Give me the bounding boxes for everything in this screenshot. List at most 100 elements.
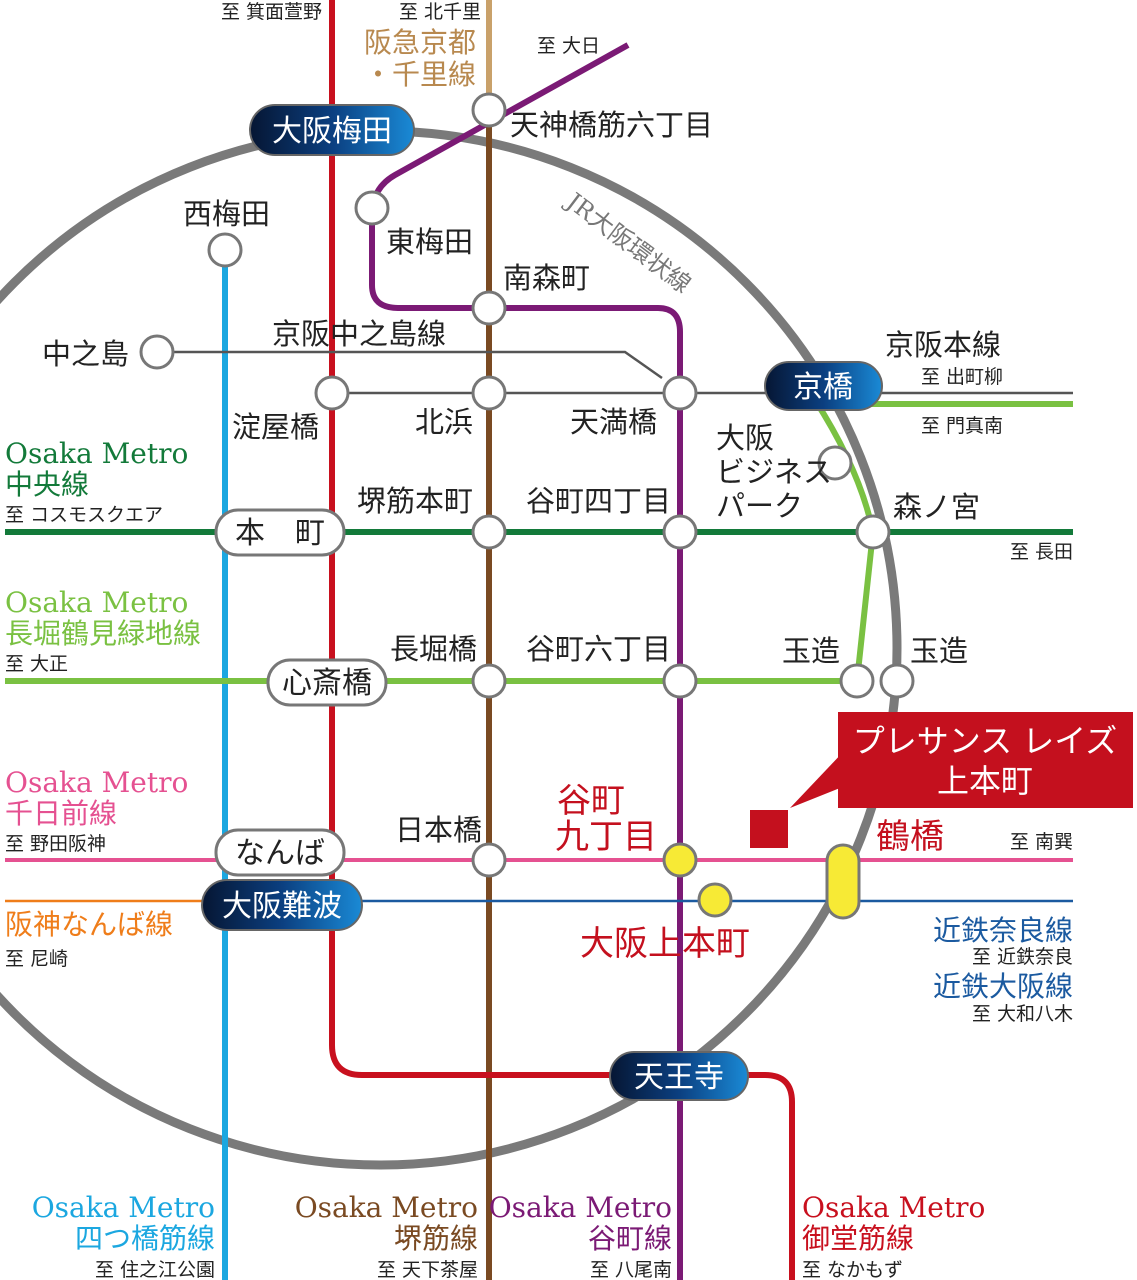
label-tanimachi9-2: 九丁目 [555,817,657,857]
pill-shinsaibashi[interactable]: 心斎橋 [266,658,388,707]
line-tanimachi-2: 谷町線 [588,1222,672,1255]
pill-osakanamba[interactable]: 大阪難波 [201,879,363,931]
label-nagahoribashi: 長堀橋 [390,632,477,666]
station-nagahoribashi[interactable] [471,663,507,699]
line-kintetsu-nara: 近鉄奈良線 [933,914,1073,947]
terminus-kadomaminami: 至 門真南 [921,415,1003,437]
station-kitahama[interactable] [471,375,507,411]
station-tamatsukuri-metro[interactable] [839,663,875,699]
label-obp-3: パーク [716,489,803,523]
label-nishiumeda: 西梅田 [183,197,270,231]
keihan-nakanoshima-line [157,350,663,380]
terminus-tengachaya: 至 天下茶屋 [377,1259,478,1280]
label-tamatsukuri-a: 玉造 [782,634,840,668]
label-tennoji: 天王寺 [634,1060,724,1095]
terminus-cosmosquare: 至 コスモスクエア [5,504,163,526]
line-chuo-2: 中央線 [5,468,89,501]
station-yodoyabashi[interactable] [314,375,350,411]
property-name-2: 上本町 [937,762,1033,800]
terminus-suminoekoen: 至 住之江公園 [95,1259,215,1280]
station-markers [139,92,915,920]
line-keihan-nakanoshima: 京阪中之島線 [272,317,446,351]
label-tanimachi9-1: 谷町 [557,781,625,821]
station-higashiumeda[interactable] [354,190,390,226]
line-sakaisuji-2: 堺筋線 [394,1222,478,1255]
station-tanimachi4[interactable] [662,514,698,550]
label-sakaisujihonmachi: 堺筋本町 [357,484,473,518]
station-morinomiya[interactable] [855,514,891,550]
station-nakanoshima[interactable] [139,334,175,370]
terminus-kitasenri: 至 北千里 [399,1,481,23]
line-sakaisuji-1: Osaka Metro [295,1191,478,1224]
pill-namba[interactable]: なんば [214,828,346,877]
label-obp-1: 大阪 [716,421,774,455]
terminus-nodahanshin: 至 野田阪神 [5,833,106,855]
line-yotsubashi-1: Osaka Metro [32,1191,215,1224]
label-osakanamba: 大阪難波 [222,889,342,924]
label-osakaumeda: 大阪梅田 [272,114,392,149]
line-nagahori-1: Osaka Metro [5,586,188,619]
property-name-1: プレサンス レイズ [853,722,1118,760]
label-minamimorimachi: 南森町 [503,261,590,295]
label-higashiumeda: 東梅田 [386,225,473,259]
label-kitahama: 北浜 [415,405,473,439]
station-sakaisujihonmachi[interactable] [471,514,507,550]
terminus-kintetsunara: 至 近鉄奈良 [972,946,1073,968]
label-tanimachi6: 谷町六丁目 [526,632,671,666]
label-tanimachi4: 谷町四丁目 [526,484,671,518]
line-nagahori-2: 長堀鶴見緑地線 [5,617,201,650]
label-tenmabashi: 天満橋 [570,405,657,439]
station-tsuruhashi[interactable] [825,843,861,920]
line-hankyu-2: ・千里線 [364,58,476,91]
terminus-minoh: 至 箕面萱野 [221,1,322,23]
line-midosuji-1: Osaka Metro [802,1191,985,1224]
station-nishiumeda[interactable] [207,232,243,268]
label-nipponbashi: 日本橋 [395,813,482,847]
label-shinsaibashi: 心斎橋 [282,666,372,701]
line-kintetsu-osaka: 近鉄大阪線 [933,970,1073,1003]
label-yodoyabashi: 淀屋橋 [232,410,319,444]
terminus-yamatoyagi: 至 大和八木 [972,1003,1073,1025]
line-keihan-main: 京阪本線 [885,328,1001,362]
line-hanshin: 阪神なんば線 [5,908,173,941]
terminus-demachiyanagi: 至 出町柳 [921,366,1003,388]
station-nipponbashi[interactable] [471,842,507,878]
station-uehonmachi[interactable] [697,882,733,918]
station-tanimachi6[interactable] [662,663,698,699]
pill-tennoji[interactable]: 天王寺 [609,1051,749,1101]
station-obp[interactable] [817,445,853,481]
station-tenjinbashi[interactable] [471,92,507,128]
pill-kyobashi[interactable]: 京橋 [764,361,883,411]
label-uehonmachi: 大阪上本町 [580,924,750,964]
station-minamimorimachi[interactable] [471,290,507,326]
line-hankyu-1: 阪急京都 [364,26,476,59]
line-chuo-1: Osaka Metro [5,437,188,470]
terminus-yao: 至 八尾南 [590,1259,672,1280]
terminus-nagata: 至 長田 [1010,541,1073,563]
label-morinomiya: 森ノ宮 [893,490,980,524]
line-yotsubashi-2: 四つ橋筋線 [75,1222,215,1255]
terminus-nakamozu: 至 なかもず [802,1259,903,1280]
terminus-dainichi: 至 大日 [537,35,600,57]
tanimachi-line [369,42,683,1280]
line-tanimachi-1: Osaka Metro [489,1191,672,1224]
line-sennichimae-1: Osaka Metro [5,766,188,799]
line-sennichimae-2: 千日前線 [5,797,117,830]
terminus-amagasaki: 至 尼崎 [5,948,68,970]
property-location-marker[interactable] [750,810,788,848]
station-tenmabashi[interactable] [662,375,698,411]
midosuji-line [329,0,795,1280]
pill-osakaumeda[interactable]: 大阪梅田 [249,104,415,156]
label-tamatsukuri-b: 玉造 [910,634,968,668]
station-tanimachi9[interactable] [662,842,698,878]
label-honmachi: 本 町 [235,516,325,551]
label-obp-2: ビジネス [716,455,832,489]
property-callout: プレサンス レイズ 上本町 [750,712,1133,848]
terminus-minamitatsumi: 至 南巽 [1010,831,1073,853]
pill-honmachi[interactable]: 本 町 [214,508,346,557]
station-tamatsukuri-jr[interactable] [879,663,915,699]
label-nakanoshima: 中之島 [42,337,129,371]
label-kyobashi: 京橋 [793,370,853,405]
label-namba: なんば [235,836,325,871]
